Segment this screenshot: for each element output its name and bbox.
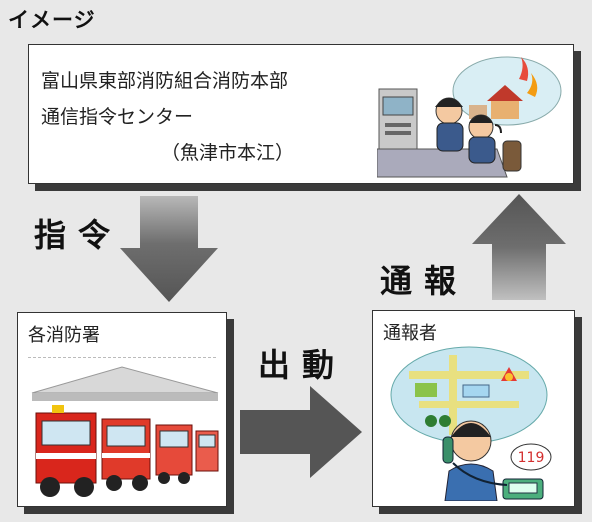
report-arrow bbox=[472, 194, 566, 300]
fire-station-label: 各消防署 bbox=[28, 325, 100, 346]
dispatcher-illustration bbox=[377, 56, 562, 178]
dispatch-center-text: 富山県東部消防組合消防本部 通信指令センター （魚津市本江） bbox=[41, 63, 294, 171]
caller-illustration: 119 bbox=[390, 346, 552, 501]
fire-station-divider bbox=[28, 357, 216, 358]
command-label: 指令 bbox=[34, 216, 123, 254]
fire-trucks-illustration bbox=[31, 366, 219, 497]
dispatch-center-org: 富山県東部消防組合消防本部 bbox=[41, 70, 289, 92]
report-label: 通報 bbox=[380, 262, 469, 300]
dispatch-label: 出動 bbox=[258, 346, 347, 384]
dispatch-center-location: （魚津市本江） bbox=[161, 142, 295, 164]
image-title: イメージ bbox=[8, 8, 96, 32]
dispatch-arrow bbox=[240, 386, 362, 478]
command-arrow bbox=[120, 196, 218, 302]
reporter-label: 通報者 bbox=[383, 323, 437, 344]
fire-station-box: 各消防署 bbox=[17, 312, 227, 507]
dispatch-center-box: 富山県東部消防組合消防本部 通信指令センター （魚津市本江） bbox=[28, 44, 574, 184]
dispatch-center-name: 通信指令センター bbox=[41, 106, 194, 128]
emergency-number: 119 bbox=[518, 450, 545, 466]
reporter-box: 通報者 119 bbox=[372, 310, 575, 507]
